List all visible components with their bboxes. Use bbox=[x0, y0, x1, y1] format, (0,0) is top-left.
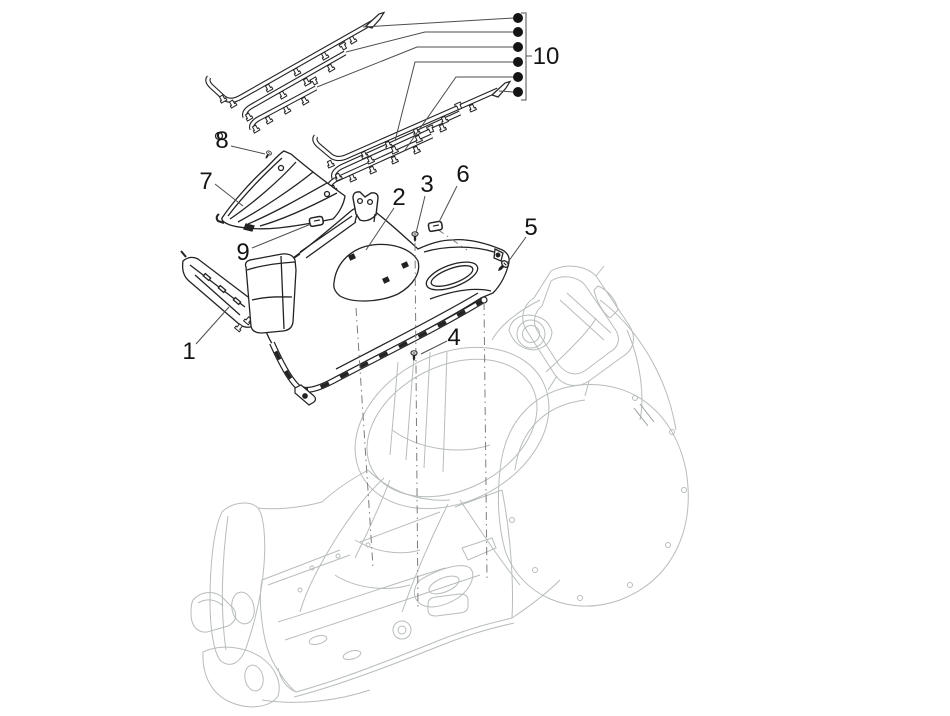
callout-label-5: 5 bbox=[524, 214, 538, 241]
footrest-recess bbox=[425, 261, 479, 291]
rail-strip bbox=[242, 41, 349, 118]
cover-hole bbox=[323, 190, 331, 198]
projection-lines bbox=[355, 228, 488, 611]
rear-rack bbox=[522, 265, 634, 397]
fuel-cap bbox=[508, 314, 553, 351]
callout-label-4: 4 bbox=[447, 324, 461, 351]
frame-tunnel bbox=[257, 469, 521, 613]
leader-6 bbox=[438, 185, 458, 223]
footboard-edge-rail bbox=[269, 296, 488, 406]
inspection-cover bbox=[215, 150, 346, 232]
clip-6-icon bbox=[427, 220, 444, 233]
projection-line bbox=[436, 228, 468, 251]
callout-10-marker-dots bbox=[513, 13, 523, 97]
leader-3 bbox=[415, 195, 426, 234]
marker-dot bbox=[513, 13, 523, 23]
callout-label-2: 2 bbox=[392, 184, 406, 211]
leader-4 bbox=[420, 340, 448, 355]
leader-5 bbox=[507, 236, 527, 263]
rail-strip bbox=[331, 101, 464, 179]
marker-dot bbox=[513, 42, 523, 52]
cover-hole bbox=[277, 164, 285, 172]
rail-strip bbox=[312, 80, 512, 162]
marker-dot bbox=[513, 87, 523, 97]
floor-rail-strips-right bbox=[312, 80, 512, 194]
frame-front-wall bbox=[190, 502, 280, 708]
rail-strip bbox=[205, 11, 386, 103]
leader-10e bbox=[404, 76, 514, 151]
leader-lines bbox=[195, 12, 532, 355]
leader-10a bbox=[362, 17, 515, 28]
callout-label-7: 7 bbox=[199, 168, 213, 195]
screw-8-icon bbox=[262, 149, 273, 161]
callout-10-bracket bbox=[521, 12, 532, 101]
screw-3-icon bbox=[411, 231, 419, 243]
leader-10c bbox=[316, 46, 514, 88]
leader-10f bbox=[498, 90, 515, 93]
floor-rail-strips-left bbox=[205, 11, 386, 141]
leader-10b bbox=[345, 31, 514, 53]
frame-body-ghost bbox=[190, 265, 689, 708]
leader-7 bbox=[214, 183, 244, 207]
footboard-front-box bbox=[244, 253, 297, 334]
central-footboard bbox=[244, 191, 510, 406]
callout-label-1: 1 bbox=[182, 338, 196, 365]
marker-dot bbox=[513, 27, 523, 37]
projection-line bbox=[483, 301, 488, 579]
projection-line bbox=[355, 307, 374, 568]
rail-strip bbox=[249, 76, 320, 130]
footboard-bracket bbox=[352, 191, 379, 223]
leader-10d bbox=[394, 61, 514, 142]
frame-floor bbox=[260, 489, 561, 703]
callout-label-9: 9 bbox=[236, 239, 250, 266]
leader-8 bbox=[230, 145, 266, 155]
grommet bbox=[214, 131, 224, 141]
marker-dot bbox=[513, 72, 523, 82]
marker-dot bbox=[513, 57, 523, 67]
callout-label-10: 10 bbox=[532, 43, 560, 70]
rail-arrow-tip bbox=[490, 80, 512, 98]
engine-cover bbox=[497, 299, 689, 607]
callout-label-6: 6 bbox=[456, 161, 470, 188]
rail-arrow-tip bbox=[364, 11, 386, 29]
leader-9 bbox=[251, 223, 312, 249]
callout-label-8: 8 bbox=[215, 127, 229, 154]
callout-label-3: 3 bbox=[420, 171, 434, 198]
leader-1 bbox=[195, 306, 230, 345]
cover-tab bbox=[243, 223, 255, 232]
clip-9-icon bbox=[308, 215, 325, 228]
leader-2 bbox=[365, 207, 395, 251]
